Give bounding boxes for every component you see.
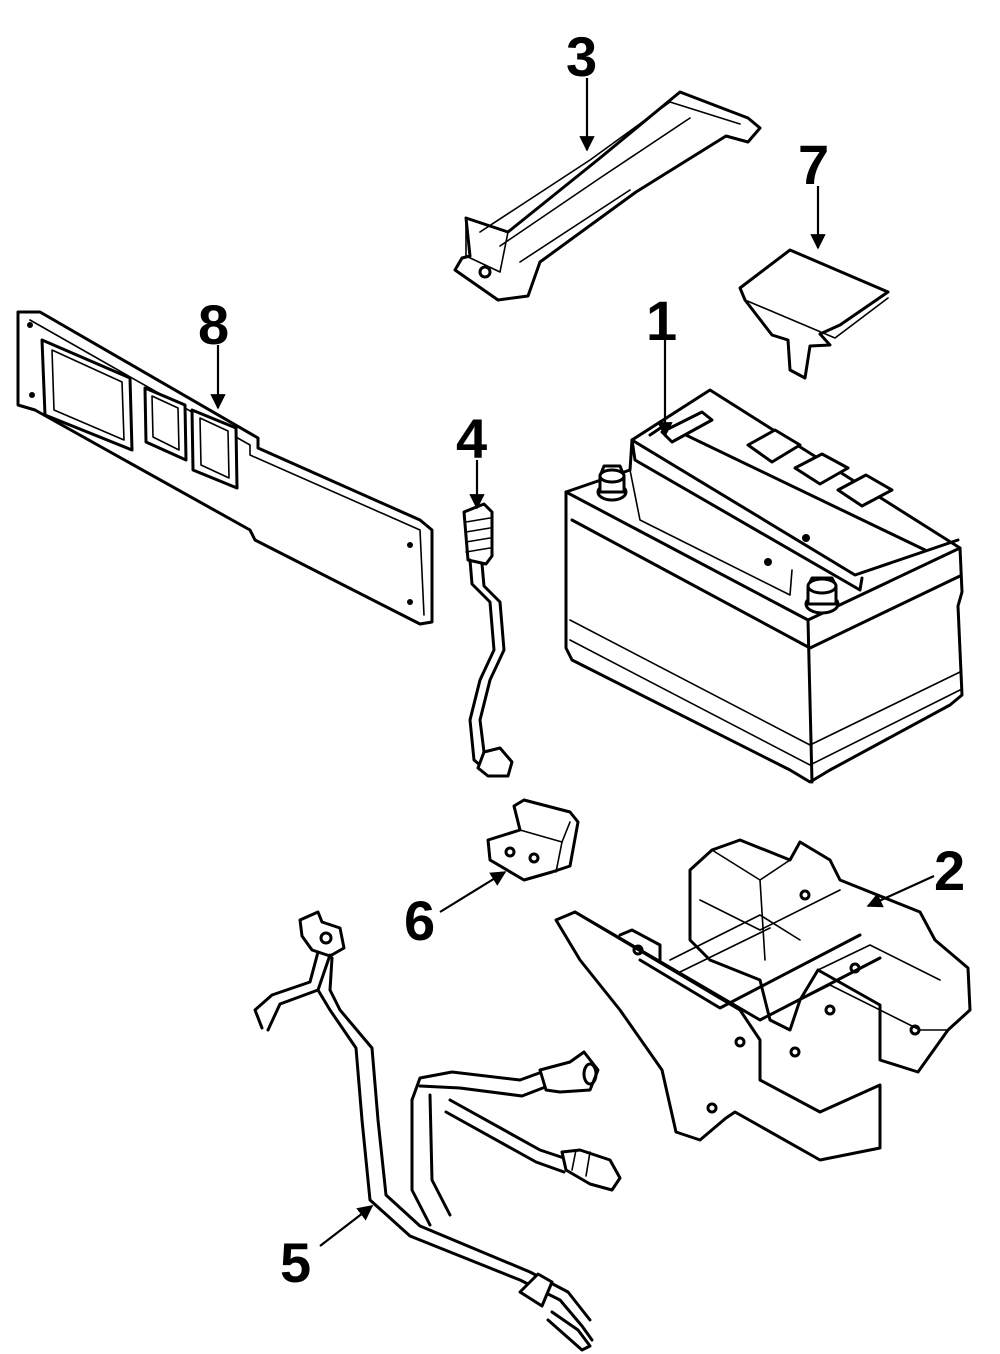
- part-hold-down-bracket: [453, 90, 762, 302]
- callout-4: 4: [456, 407, 487, 470]
- part-terminal-cover: [738, 248, 890, 380]
- part-insulator-panel: [16, 310, 434, 626]
- leader-2: [866, 874, 935, 908]
- part-hold-down-clamp: [486, 798, 580, 882]
- callout-labels: 1 2 3 4 5 6 7 8: [198, 25, 965, 1294]
- leader-5: [319, 1205, 374, 1247]
- callout-5: 5: [280, 1231, 311, 1294]
- part-vent-tube: [462, 502, 514, 778]
- part-battery: [564, 388, 964, 784]
- callout-6: 6: [404, 889, 435, 952]
- callout-8: 8: [198, 293, 229, 356]
- callout-1: 1: [646, 289, 677, 352]
- part-battery-cable-harness: [253, 910, 622, 1352]
- callout-7: 7: [798, 133, 829, 196]
- callout-2: 2: [934, 839, 965, 902]
- leader-6: [439, 871, 507, 913]
- leader-lines: [210, 78, 935, 1247]
- callout-3: 3: [566, 25, 597, 88]
- part-battery-tray: [554, 838, 972, 1162]
